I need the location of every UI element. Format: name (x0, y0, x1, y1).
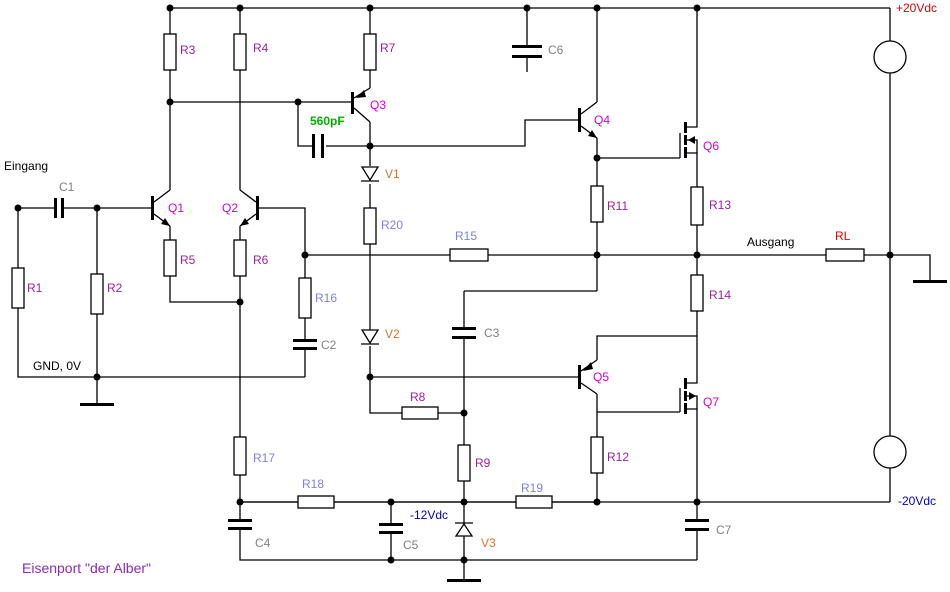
resistor-r9 (457, 444, 471, 482)
diode-v1 (360, 166, 380, 182)
resistor-rl (825, 248, 865, 262)
transistor-q3 (351, 87, 371, 123)
diode-v3 (454, 522, 474, 537)
label-q5: Q5 (593, 370, 609, 384)
capacitor-c3 (452, 327, 476, 339)
resistor-r14 (690, 274, 704, 312)
label-r9: R9 (475, 456, 491, 470)
label-q6: Q6 (703, 139, 719, 153)
capacitor-560pf (312, 134, 324, 158)
resistor-r4 (233, 33, 247, 71)
resistor-r3 (163, 33, 177, 71)
label-q1: Q1 (168, 201, 184, 215)
label-560pf: 560pF (310, 114, 345, 128)
label-eingang: Eingang (4, 159, 48, 173)
label-c1: C1 (59, 180, 75, 194)
transistor-q6 (679, 118, 698, 162)
label-v3: V3 (481, 536, 496, 550)
label-v1: V1 (385, 167, 400, 181)
label-c4: C4 (255, 536, 271, 550)
capacitor-c1 (54, 198, 64, 218)
resistor-r2 (90, 273, 104, 315)
label-v2: V2 (385, 327, 400, 341)
label-ausgang: Ausgang (747, 235, 794, 249)
label-r3: R3 (180, 43, 196, 57)
label-c2: C2 (321, 338, 337, 352)
label-c5: C5 (403, 538, 419, 552)
label-c6: C6 (548, 43, 564, 57)
diodes (360, 166, 474, 537)
resistor-r17 (233, 436, 247, 476)
transistor-q1 (151, 189, 171, 227)
resistor-r13 (690, 186, 704, 226)
label-r6: R6 (253, 253, 269, 267)
label-q4: Q4 (594, 113, 610, 127)
label-rl: RL (835, 229, 851, 243)
label-r5: R5 (180, 253, 196, 267)
resistors (11, 33, 865, 509)
capacitor-c4 (228, 519, 252, 530)
capacitor-c7 (685, 519, 709, 531)
label-c3: C3 (484, 326, 500, 340)
transistors (151, 87, 698, 416)
label-r20: R20 (381, 218, 403, 232)
resistor-r6 (233, 239, 247, 277)
resistor-r1 (11, 267, 25, 309)
resistor-r5 (163, 239, 177, 277)
source-neg-icon (873, 435, 907, 469)
label-r2: R2 (107, 281, 123, 295)
label-vneg: -20Vdc (898, 494, 936, 508)
label-c7: C7 (716, 523, 732, 537)
capacitor-c2 (293, 339, 317, 350)
label-q3: Q3 (370, 98, 386, 112)
transistor-q5 (578, 359, 598, 395)
label-r18: R18 (302, 477, 324, 491)
label-r4: R4 (253, 41, 269, 55)
label-r11: R11 (607, 199, 628, 213)
label-r15: R15 (455, 229, 477, 243)
label-title: Eisenport "der Alber" (22, 560, 151, 576)
label-r7: R7 (380, 41, 396, 55)
resistor-r8 (401, 406, 439, 420)
resistor-r7 (363, 33, 377, 71)
label-r13: R13 (709, 198, 731, 212)
label-r19: R19 (521, 481, 543, 495)
resistor-r15 (449, 248, 489, 262)
junction-dots (14, 4, 894, 564)
resistor-r11 (590, 185, 604, 223)
label-gnd: GND, 0V (33, 359, 81, 373)
label-r14: R14 (709, 288, 731, 302)
resistor-r16 (298, 277, 312, 319)
resistor-r19 (515, 495, 553, 509)
wires (17, 7, 931, 580)
label-vpos: +20Vdc (896, 1, 937, 15)
transistor-q2 (239, 189, 259, 227)
transistor-q7 (679, 372, 698, 416)
capacitor-c5 (379, 523, 403, 534)
resistor-r12 (590, 436, 604, 474)
label-vm12: -12Vdc (410, 508, 448, 522)
source-pos-icon (873, 40, 907, 74)
text-labels: Eingang GND, 0V Ausgang +20Vdc -20Vdc -1… (4, 1, 937, 576)
label-r12: R12 (607, 450, 629, 464)
grounds (80, 280, 947, 582)
ground-output-icon (913, 280, 947, 283)
label-r1: R1 (27, 281, 43, 295)
resistor-r20 (363, 207, 377, 245)
label-r17: R17 (253, 451, 275, 465)
label-r16: R16 (315, 291, 337, 305)
label-q7: Q7 (703, 395, 719, 409)
label-r8: R8 (410, 390, 426, 404)
ground-gnd-icon (80, 403, 114, 406)
capacitor-c6 (512, 45, 542, 58)
capacitors (54, 45, 709, 534)
label-q2: Q2 (222, 201, 238, 215)
diode-v2 (360, 329, 380, 345)
transistor-q4 (578, 101, 598, 139)
resistor-r18 (297, 495, 335, 509)
ground-v3-icon (447, 579, 481, 582)
voltage-sources (873, 40, 907, 469)
